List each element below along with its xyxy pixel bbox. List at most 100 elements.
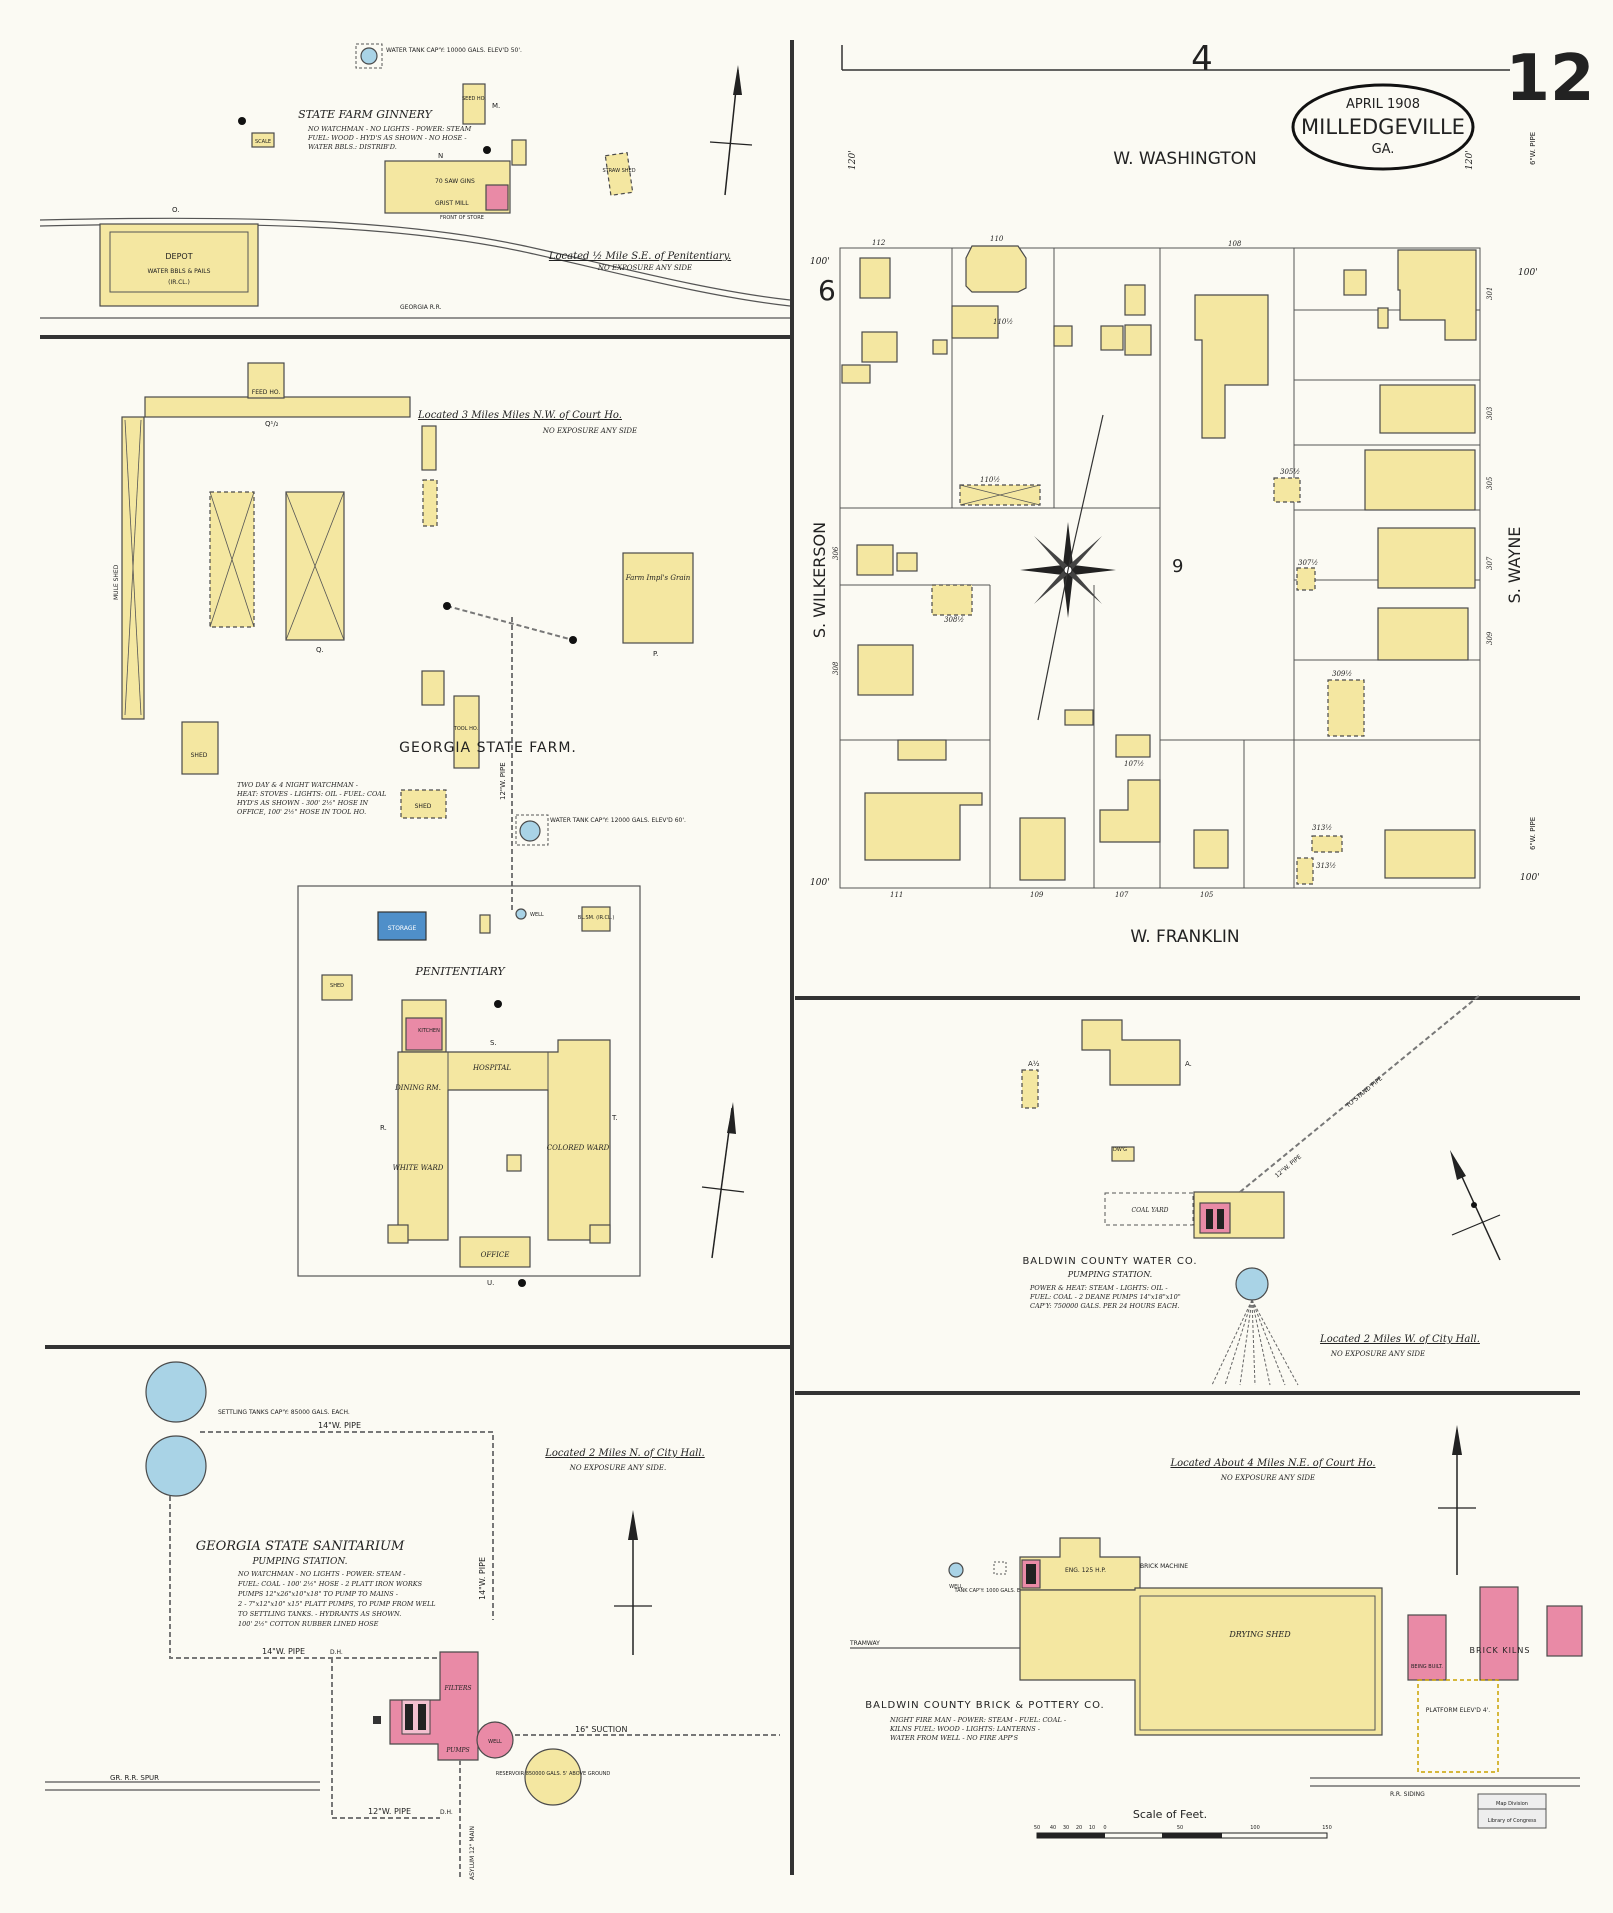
hn-111: 111 — [890, 891, 903, 899]
colored-ward-label: COLORED WARD — [547, 1144, 610, 1152]
library-stamp: Map Division Library of Congress — [1477, 1793, 1547, 1829]
dwelling-nw2 — [861, 331, 898, 363]
dwelling-d-center — [1124, 324, 1152, 356]
sheet-date: APRIL 1908 — [1346, 97, 1420, 112]
dwelling-109 — [1019, 817, 1066, 881]
outbuilding-305-half — [1273, 477, 1301, 503]
blacksmith-label: BL.SM. (IR.CL.) — [578, 915, 615, 921]
tool-house — [453, 695, 480, 769]
sanitarium-location: Located 2 Miles N. of City Hall. — [544, 1448, 704, 1459]
dwelling-111 — [864, 792, 983, 861]
sanitarium-title: GEORGIA STATE SANITARIUM — [196, 1539, 405, 1554]
label-o: O. — [172, 206, 179, 214]
kitchen-label: KITCHEN — [418, 1028, 440, 1034]
depot-label: DEPOT — [165, 252, 192, 261]
pipe-label-1: 14"W. PIPE — [318, 1421, 361, 1430]
hn-105: 105 — [1200, 891, 1214, 899]
dwelling-308 — [857, 644, 914, 696]
label-n: N — [438, 152, 443, 160]
hn-307: 307 — [1486, 556, 1494, 570]
ginnery-tank-label: WATER TANK CAP'Y: 10000 GALS. ELEV'D 50'… — [386, 47, 522, 54]
penitentiary-wall — [297, 885, 641, 1277]
brick-kiln-2 — [1479, 1586, 1519, 1681]
farm-impl-label: Farm Impl's Grain — [625, 574, 691, 582]
engine-label: ENG. 125 H.P. — [1065, 1567, 1106, 1574]
sanitarium-note-3: PUMPS 12"x26"x10"x18" TO PUMP TO MAINS - — [237, 1590, 398, 1598]
hn-110: 110 — [990, 235, 1004, 243]
dwelling-309 — [1377, 607, 1469, 661]
block-6-label: 6 — [818, 274, 836, 307]
office-building — [459, 1236, 531, 1268]
well-label: WELL — [530, 912, 544, 918]
sanitarium-well — [476, 1721, 514, 1759]
scale-tick-4: 20 — [1076, 1825, 1082, 1831]
ginnery-annex — [511, 139, 527, 166]
hn-107: 107 — [1115, 891, 1129, 899]
feed-house-label: FEED HO. — [252, 389, 281, 396]
filters-label: FILTERS — [443, 1685, 471, 1692]
ginnery-location: Located ½ Mile S.E. of Penitentiary. — [548, 251, 731, 262]
water-co-section: A. A½ DW'G COAL YARD TO STAND PIPE 12"W.… — [1021, 994, 1501, 1386]
hn-305: 305 — [1486, 476, 1494, 490]
label-m: M. — [492, 102, 500, 110]
width-label-120-west: 120' — [848, 150, 858, 170]
label-u: U. — [487, 1279, 494, 1287]
dwelling-107 — [1099, 779, 1161, 843]
hn-108: 108 — [1228, 240, 1242, 248]
hn-303: 303 — [1486, 406, 1494, 420]
hn-109: 109 — [1030, 891, 1044, 899]
hn-112: 112 — [872, 239, 886, 247]
shed-ne — [1343, 269, 1367, 296]
pipe-label-2: 14"W. PIPE — [262, 1647, 305, 1656]
penitentiary-main-building — [397, 1039, 611, 1241]
scale-label: SCALE — [255, 139, 271, 145]
shed-west-label: SHED — [191, 752, 208, 759]
brick-tank-label: TANK CAP'Y: 1000 GALS. ELEV'D 18'. — [953, 1588, 1045, 1594]
mule-shed-top — [144, 396, 411, 418]
well-icon — [515, 908, 527, 920]
block-9-label: 9 — [1172, 556, 1183, 577]
brick-machine-label: BRICK MACHINE — [1140, 1563, 1188, 1570]
hn-309: 309 — [1486, 631, 1494, 645]
asylum-main-label: ASYLUM 12" MAIN — [469, 1826, 476, 1880]
outbuilding-307-half — [1296, 567, 1316, 591]
water-co-title: BALDWIN COUNTY WATER CO. — [1022, 1256, 1197, 1267]
gin-engine-room — [485, 184, 509, 211]
store-front-label: FRONT OF STORE — [440, 215, 484, 221]
water-co-dw — [1111, 1146, 1135, 1162]
width-label-120-east: 120' — [1465, 150, 1475, 170]
scale-bar: Scale of Feet. 50 40 30 20 10 0 50 100 1… — [1034, 1808, 1332, 1839]
water-co-location: Located 2 Miles W. of City Hall. — [1319, 1334, 1480, 1345]
water-co-label-a-half: A½ — [1028, 1060, 1040, 1068]
stamp-line-1: Map Division — [1496, 1801, 1528, 1807]
hn-306: 306 — [832, 546, 840, 560]
hn-309-half: 309½ — [1332, 670, 1352, 678]
width-label-3: 100' — [1518, 268, 1538, 278]
rr-siding-label: R.R. SIDING — [1390, 1791, 1425, 1798]
water-co-exposure: NO EXPOSURE ANY SIDE — [1330, 1350, 1425, 1358]
brick-exposure: NO EXPOSURE ANY SIDE — [1220, 1474, 1315, 1482]
town-name: MILLEDGEVILLE — [1301, 115, 1465, 139]
hn-110-half: 110½ — [993, 318, 1013, 326]
state-farm-title: GEORGIA STATE FARM. — [399, 740, 577, 756]
scale-title: Scale of Feet. — [1133, 1808, 1207, 1821]
label-q: Q. — [316, 646, 324, 654]
water-co-dw-label: DW'G — [1113, 1147, 1127, 1153]
dining-label: DINING RM. — [394, 1084, 441, 1092]
brick-note-3: WATER FROM WELL - NO FIRE APP'S — [890, 1734, 1019, 1742]
brick-note-1: NIGHT FIRE MAN - POWER: STEAM - FUEL: CO… — [889, 1716, 1066, 1724]
scale-tick-5: 10 — [1089, 1825, 1095, 1831]
dwelling-305 — [1364, 449, 1476, 511]
brick-kiln-1 — [1407, 1614, 1447, 1681]
hn-308: 308 — [832, 661, 840, 675]
water-co-tank — [1235, 1267, 1269, 1301]
compass-rose-icon — [1020, 414, 1116, 721]
dwelling-107-half — [1115, 734, 1151, 758]
shed-south-label: SHED — [415, 803, 432, 810]
scale-tick-7: 50 — [1177, 1825, 1183, 1831]
ginnery-note-1: NO WATCHMAN - NO LIGHTS - POWER: STEAM — [307, 125, 472, 133]
straw-shed — [604, 151, 634, 197]
platform-label: PLATFORM ELEV'D 4'. — [1426, 1707, 1491, 1714]
street-east: S. WAYNE — [1505, 527, 1524, 604]
